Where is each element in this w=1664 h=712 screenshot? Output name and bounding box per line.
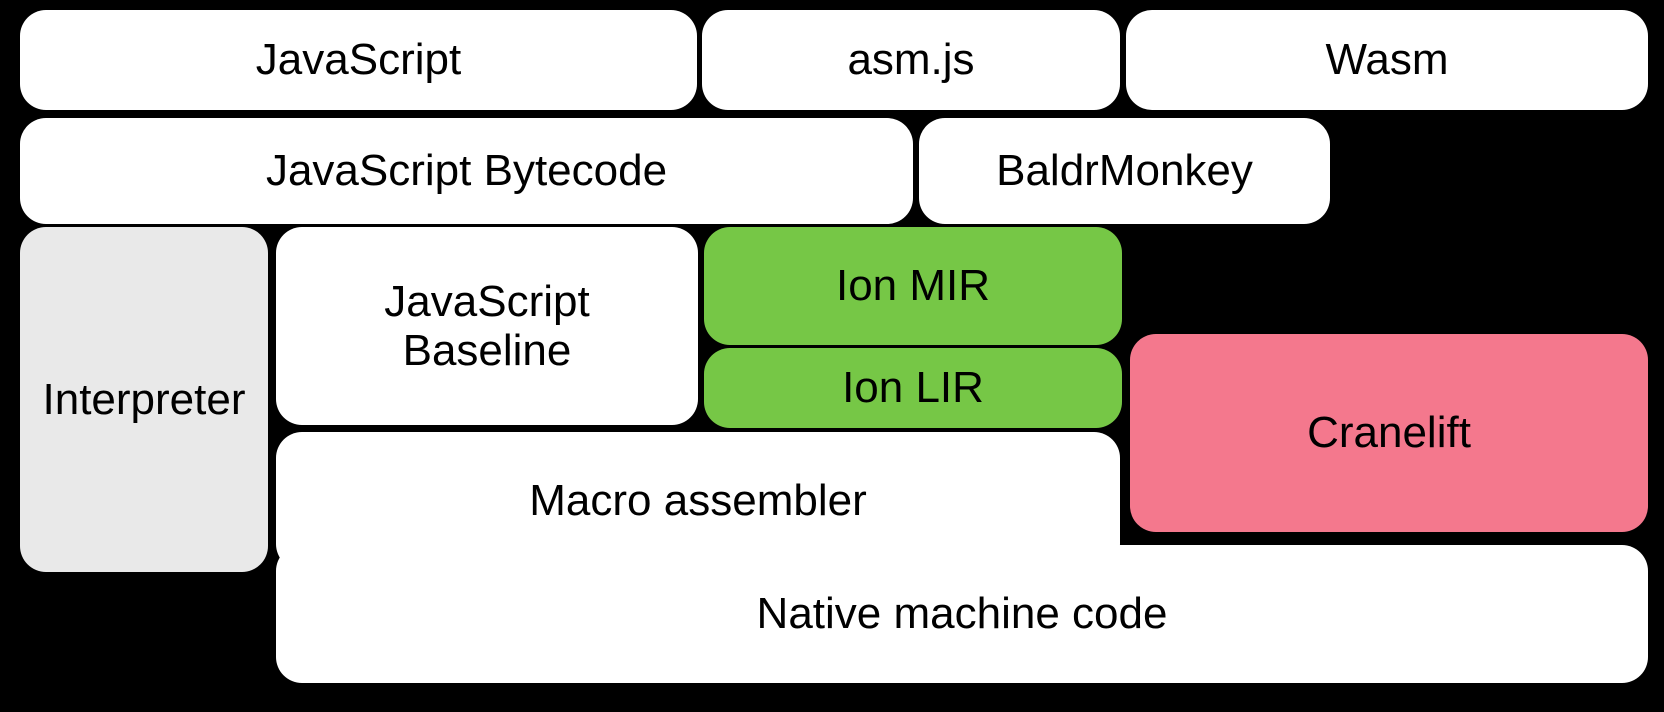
node-cranelift: Cranelift — [1130, 334, 1648, 532]
node-javascript-baseline: JavaScript Baseline — [276, 227, 698, 425]
node-asmjs: asm.js — [702, 10, 1120, 110]
node-wasm: Wasm — [1126, 10, 1648, 110]
node-native-machine-code: Native machine code — [276, 545, 1648, 683]
node-javascript-bytecode: JavaScript Bytecode — [20, 118, 913, 224]
node-ion-lir: Ion LIR — [704, 348, 1122, 428]
node-ion-mir: Ion MIR — [704, 227, 1122, 345]
node-baldrmonkey: BaldrMonkey — [919, 118, 1330, 224]
node-interpreter: Interpreter — [20, 227, 268, 572]
node-javascript: JavaScript — [20, 10, 697, 110]
